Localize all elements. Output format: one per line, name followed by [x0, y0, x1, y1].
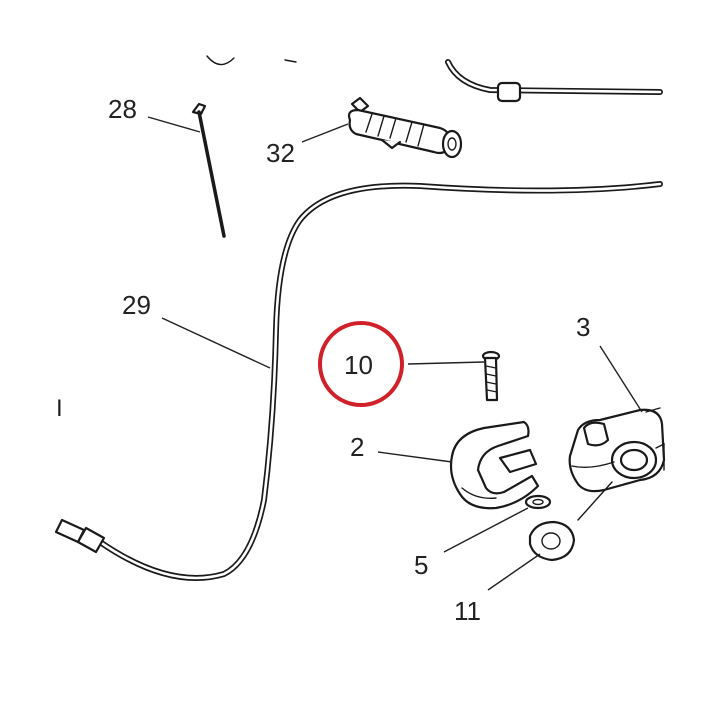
leader-3 — [599, 345, 643, 413]
callout-label-5: 5 — [414, 550, 428, 580]
leader-10 — [407, 361, 485, 365]
leader-32 — [301, 123, 349, 143]
connector-part — [347, 96, 463, 159]
bolt-part — [481, 350, 501, 402]
callout-label-28: 28 — [108, 94, 137, 124]
leader-11 — [487, 553, 541, 591]
leader-28 — [147, 116, 201, 133]
cable-tie-part — [191, 102, 226, 238]
nut-part — [528, 520, 576, 562]
leader-29 — [161, 317, 271, 369]
callout-label-3: 3 — [576, 312, 590, 342]
leader-2 — [377, 451, 453, 463]
highlight-circle — [318, 321, 404, 407]
leader-5 — [443, 507, 529, 553]
long-cable-part — [54, 181, 663, 581]
callout-label-2: 2 — [350, 432, 364, 462]
margin-mark: I — [56, 395, 63, 422]
callout-label-32: 32 — [266, 138, 295, 168]
clamp-part — [449, 420, 540, 510]
washer-part — [524, 494, 552, 510]
callout-label-10: 10 — [344, 350, 373, 380]
cable-top-right — [445, 59, 663, 103]
callout-label-29: 29 — [122, 290, 151, 320]
lever-bracket-part — [568, 407, 666, 493]
callout-leaders — [147, 116, 643, 591]
assembly-axis-line — [577, 481, 613, 521]
partial-part-top — [206, 55, 297, 66]
callout-label-11: 11 — [454, 596, 481, 626]
cable-end-terminal — [54, 518, 86, 544]
cable-ferrule — [496, 81, 522, 103]
